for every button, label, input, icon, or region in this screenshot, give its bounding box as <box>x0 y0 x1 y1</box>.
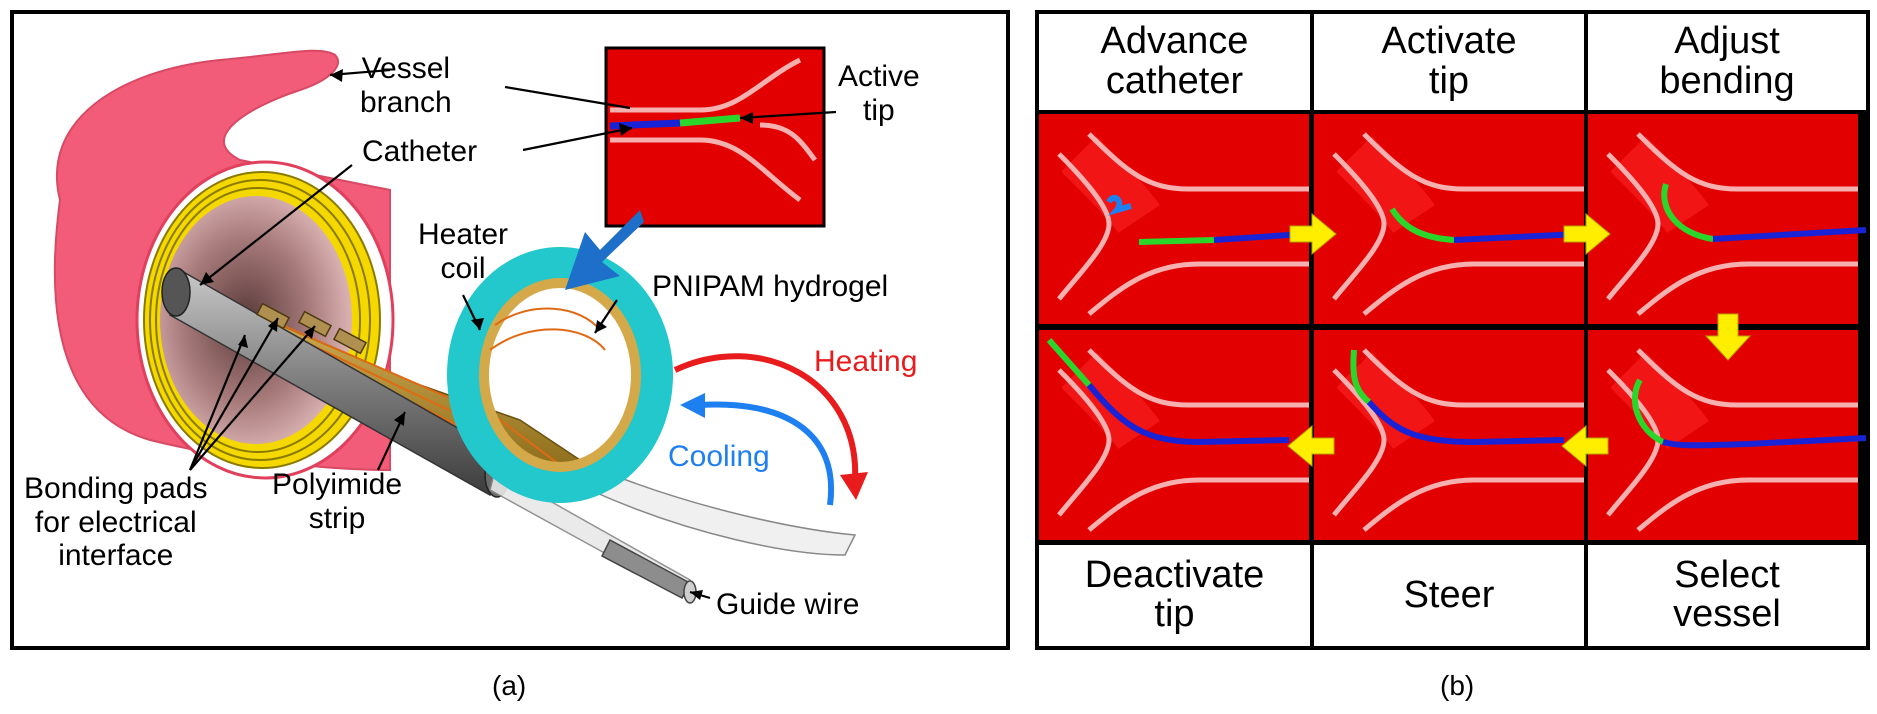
step-arrows <box>1287 212 1752 468</box>
hydrogel-ring <box>447 247 673 503</box>
step-label-advance: Advance catheter <box>1100 20 1249 102</box>
label-heating: Heating <box>814 345 918 378</box>
step-header-activate: Activate tip <box>1314 14 1584 110</box>
step-label-select: Select vessel <box>1673 553 1781 636</box>
big-down-arrow <box>565 210 644 290</box>
leader-lines <box>188 68 837 600</box>
guide-wire <box>601 538 692 600</box>
label-bonding-pads: Bonding pads for electrical interface <box>24 472 208 573</box>
label-heater-coil: Heater coil <box>418 218 509 285</box>
label-active-tip: Active tip <box>838 60 920 127</box>
step-header-deactivate: Deactivate tip <box>1039 545 1310 646</box>
strip-tail <box>588 469 857 556</box>
frame-select <box>1588 330 1866 540</box>
caption-b: (b) <box>1440 670 1475 701</box>
label-catheter: Catheter <box>362 135 478 168</box>
frame-adjust <box>1588 114 1866 324</box>
frame-steer <box>1314 330 1584 540</box>
label-vessel-branch: Vessel branch <box>360 52 452 119</box>
bonding-pads <box>255 302 368 355</box>
caption-a: (a) <box>492 670 527 701</box>
label-guide-wire: Guide wire <box>716 588 860 621</box>
step-header-select: Select vessel <box>1588 545 1866 646</box>
step-label-adjust: Adjust bending <box>1659 20 1795 102</box>
heating-arrow <box>673 353 859 481</box>
step-label-deactivate: Deactivate tip <box>1084 553 1265 636</box>
label-cooling: Cooling <box>668 440 770 473</box>
step-label-activate: Activate tip <box>1381 20 1517 102</box>
step-header-adjust: Adjust bending <box>1588 14 1866 110</box>
label-pnipam-hydrogel: PNIPAM hydrogel <box>652 270 889 303</box>
frame-activate <box>1314 114 1584 324</box>
inset-vessel-branch <box>604 46 826 228</box>
cooling-arrow <box>699 401 835 506</box>
step-label-steer: Steer <box>1403 573 1495 616</box>
label-polyimide-strip: Polyimide strip <box>272 468 403 535</box>
frame-deactivate <box>1039 330 1309 540</box>
step-header-steer: Steer <box>1314 545 1584 646</box>
grid-lines <box>1037 12 1868 648</box>
frame-advance <box>1039 114 1309 324</box>
leader-arrowheads <box>200 69 753 600</box>
step-header-advance: Advance catheter <box>1039 14 1310 110</box>
